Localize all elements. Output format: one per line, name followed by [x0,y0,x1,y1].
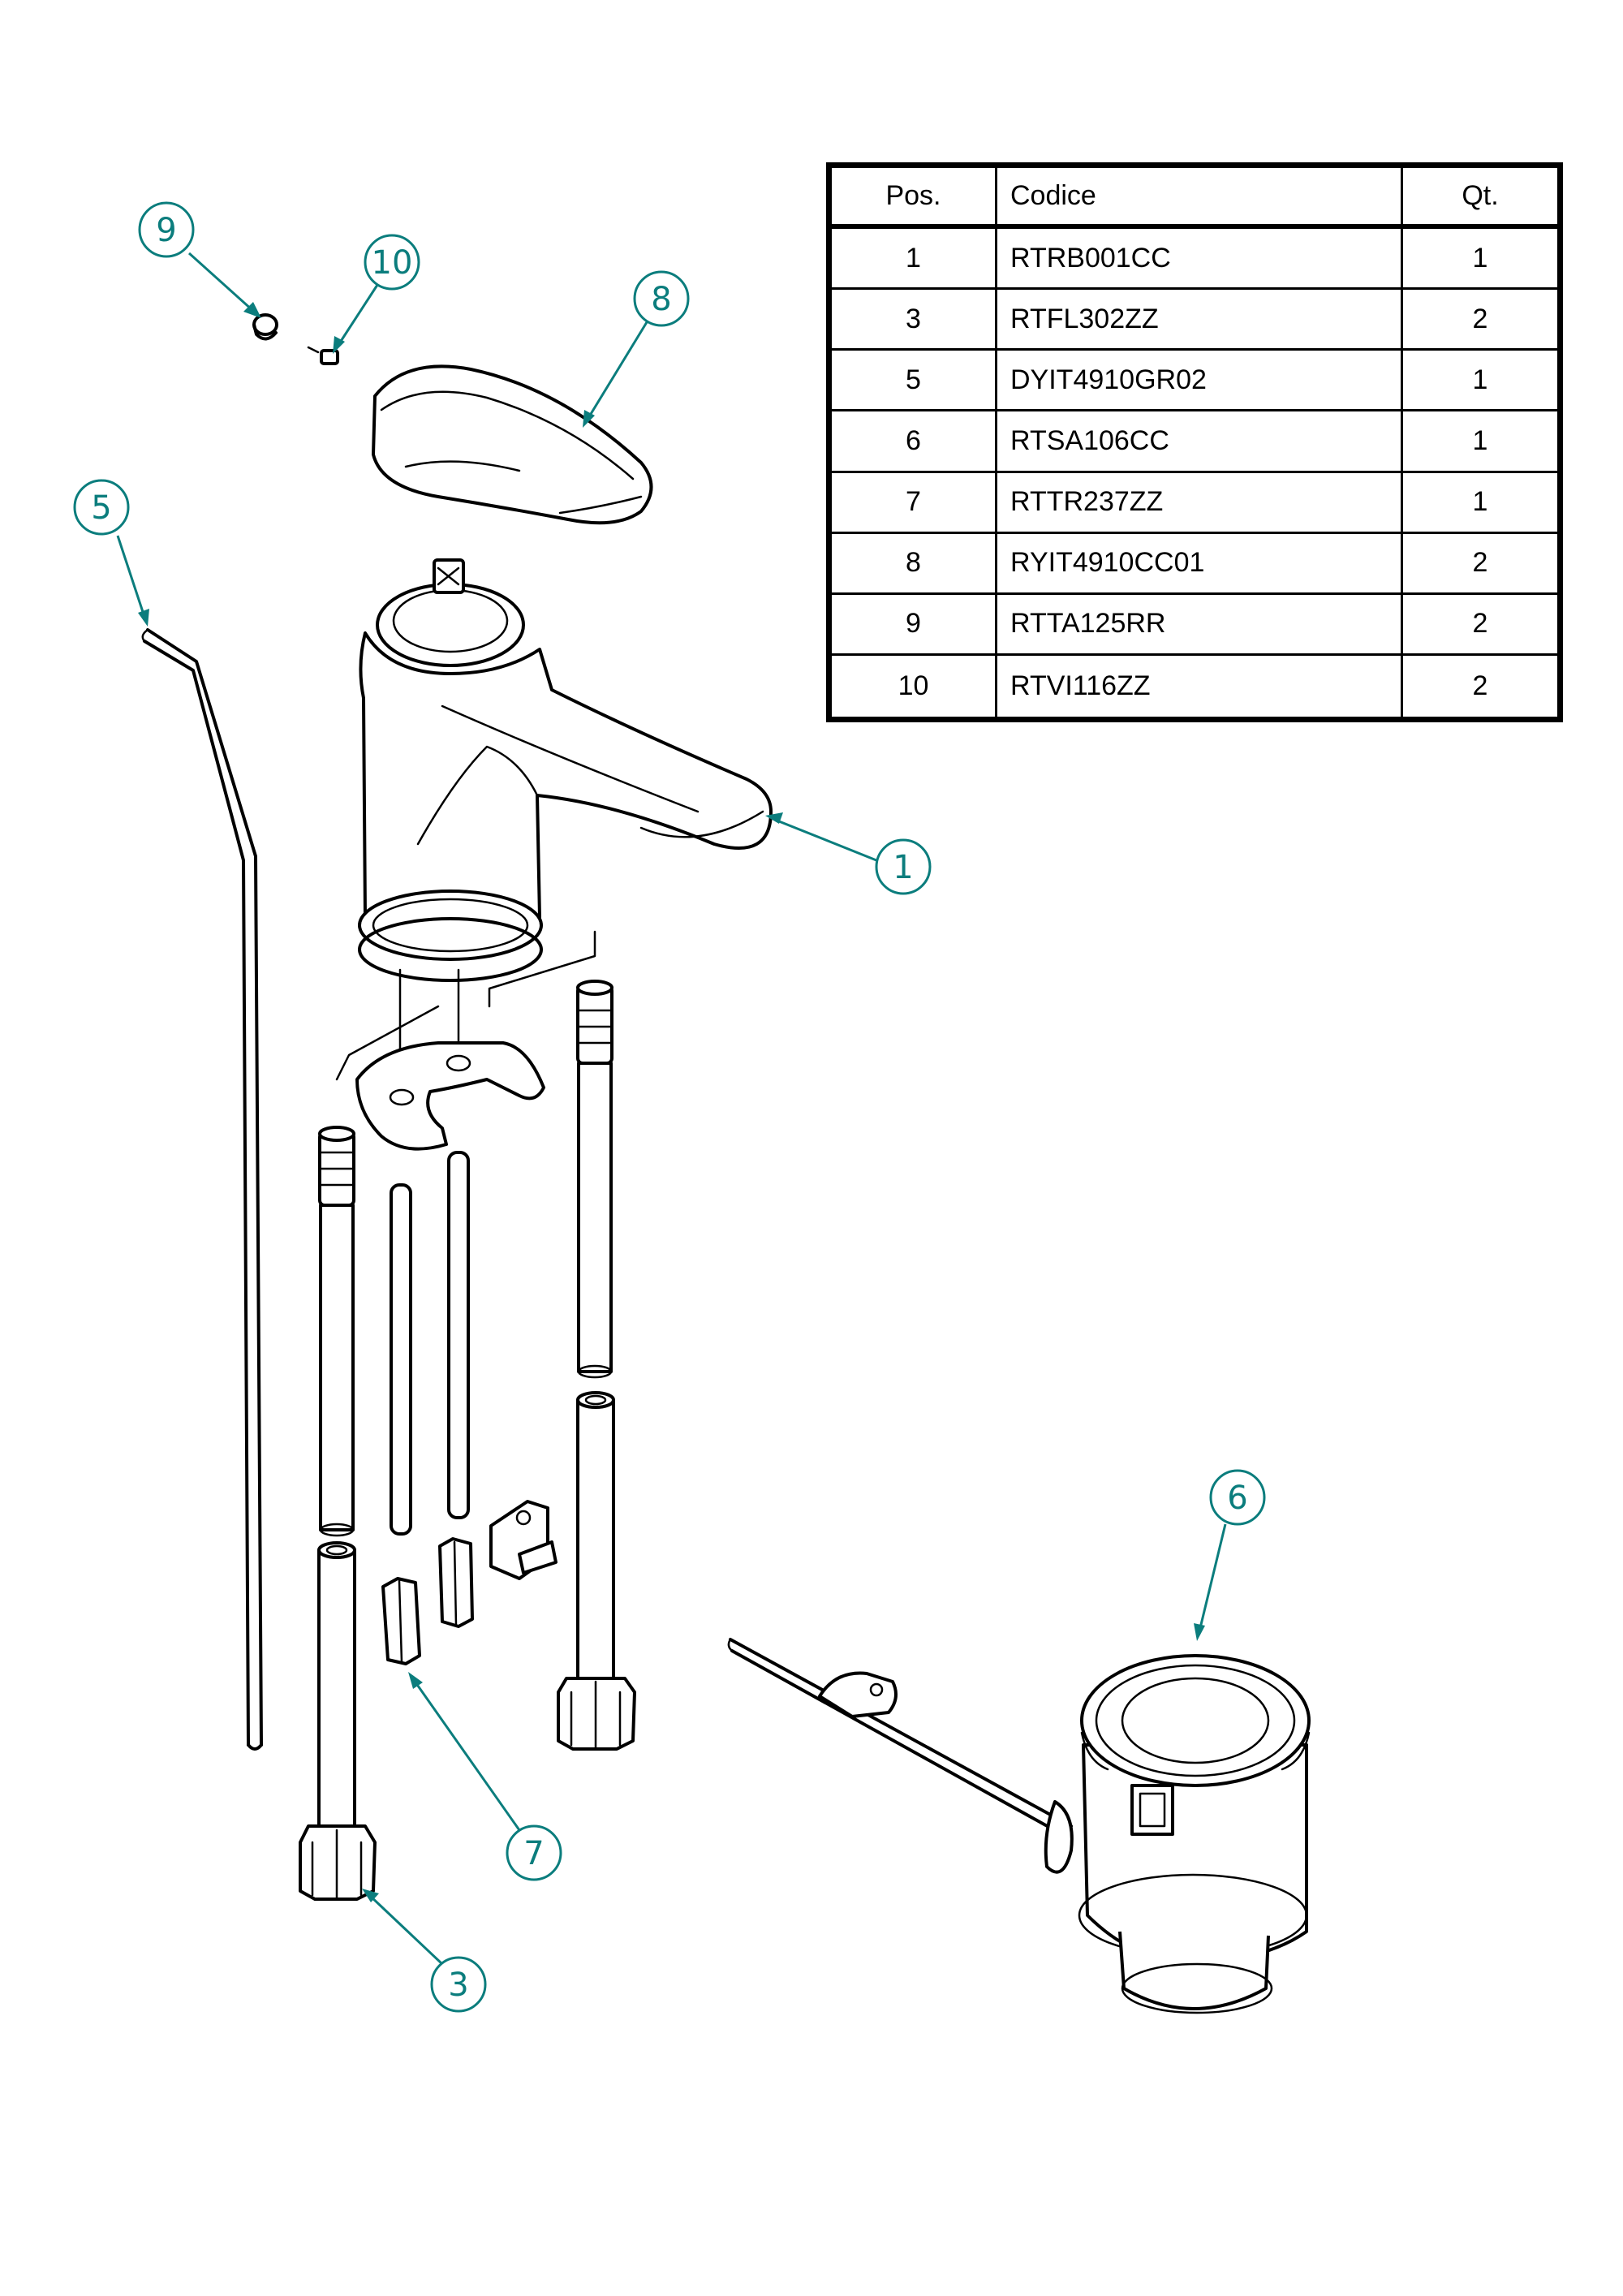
header-qty: Qt. [1403,168,1557,230]
callout-10-label: 10 [372,244,413,282]
part-1-mixer-body [358,558,773,982]
row-qty: 2 [1403,290,1557,351]
callout-8-label: 8 [651,281,671,318]
row-code: DYIT4910GR02 [997,351,1403,412]
part-6-pop-up-waste [727,1638,1311,2014]
callout-6-label: 6 [1227,1480,1247,1517]
header-code: Codice [997,168,1403,230]
callout-1-label: 1 [893,849,913,886]
row-qty: 2 [1472,670,1488,701]
row-pos: 10 [832,655,997,717]
row-pos: 9 [832,594,997,656]
part-3-hose-right-lower [557,1391,636,1751]
row-qty: 2 [1403,534,1557,595]
callout-3-label: 3 [448,1966,468,2004]
part-9-cap [252,313,278,341]
part-5-lift-rod [141,628,263,1751]
callout-5-label: 5 [91,489,111,527]
fixing-plate [355,1041,545,1151]
row-code: RTVI116ZZ [997,655,1403,717]
part-8-lever-handle [372,364,653,525]
callout-5: 5 [73,479,149,627]
row-pos: 8 [832,533,997,595]
callout-6: 6 [1194,1469,1266,1641]
callout-1: 1 [765,812,932,895]
part-3-hose-right-upper [576,980,613,1379]
part-10-screw [307,346,339,365]
row-pos: 3 [832,290,997,351]
row-qty: 2 [1403,595,1557,656]
callout-10: 10 [333,234,420,354]
row-qty: 1 [1403,473,1557,534]
row-pos: 6 [832,411,997,473]
row-code: RYIT4910CC01 [997,533,1403,595]
header-pos: Pos. [832,168,997,230]
row-qty: 1 [1403,229,1557,291]
parts-list-table: Pos. Codice Qt. 1 RTRB001CC 1 3 RTFL302Z… [826,162,1563,722]
callout-8: 8 [583,270,690,428]
part-3-hose-left-upper [318,1126,355,1537]
part-7-nuts [381,1537,474,1665]
callout-9: 9 [138,201,261,318]
row-qty: 1 [1403,411,1557,473]
row-qty: 1 [1403,351,1557,412]
row-code: RTTR237ZZ [997,472,1403,534]
callout-9-label: 9 [156,212,176,249]
studs [390,1151,470,1536]
row-code: RTSA106CC [997,411,1403,473]
row-code: RTRB001CC [997,229,1403,291]
row-pos: 1 [832,229,997,291]
callout-3: 3 [362,1889,487,2013]
row-code: RTTA125RR [997,594,1403,656]
callout-7: 7 [408,1672,562,1881]
callout-7-label: 7 [523,1835,544,1872]
row-pos: 7 [832,472,997,534]
row-pos: 5 [832,351,997,412]
clamp-block [489,1500,558,1580]
part-3-hose-left-lower [299,1541,377,1901]
row-code: RTFL302ZZ [997,290,1403,351]
